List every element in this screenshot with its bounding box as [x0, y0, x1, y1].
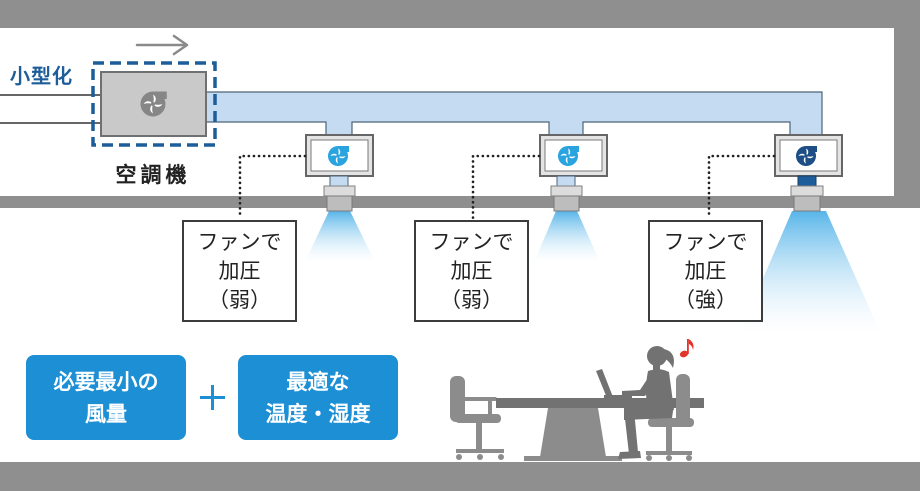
callout-line: ファンで: [663, 229, 748, 254]
occupied-chair: [646, 374, 694, 461]
benefit-line: 必要最小の: [53, 369, 159, 394]
airflow-weak-1: [305, 211, 375, 262]
fan-unit-callout-1: ファンで 加圧 （弱）: [182, 220, 297, 322]
fan-unit-3: [774, 134, 843, 177]
callout-line: 加圧: [684, 258, 727, 283]
callout-line: （弱）: [208, 287, 271, 312]
callout-line: （弱）: [440, 287, 503, 312]
benefit-line: 風量: [85, 401, 127, 426]
office-scene: [450, 339, 704, 461]
fan-unit-callout-3: ファンで 加圧 （強）: [648, 220, 763, 322]
callout-line: 加圧: [450, 258, 493, 283]
music-note-icon: [679, 339, 694, 358]
benefit-airflow-badge: 必要最小の 風量: [26, 355, 186, 440]
benefit-line: 最適な: [286, 369, 350, 394]
floor-slab: [0, 462, 920, 491]
fan-unit-callout-2: ファンで 加圧 （弱）: [414, 220, 529, 322]
diffuser-3: [790, 185, 824, 197]
desk: [496, 398, 704, 461]
downsizing-dashed-outline: [91, 61, 217, 147]
fan-unit-2: [539, 134, 608, 177]
office-worker: [618, 346, 674, 459]
leader-line-1: [238, 154, 307, 220]
downsizing-label: 小型化: [10, 64, 73, 88]
plus-icon: [200, 385, 225, 410]
benefit-climate-badge: 最適な 温度・湿度: [238, 355, 398, 440]
callout-line: ファンで: [197, 229, 282, 254]
supply-duct: [205, 91, 823, 136]
diffuser-3-face: [793, 195, 821, 212]
ceiling-slab: [0, 196, 920, 208]
benefit-line: 温度・湿度: [265, 401, 371, 426]
leader-line-2: [471, 154, 541, 220]
roof-slab: [0, 0, 920, 28]
empty-chair: [450, 376, 504, 460]
callout-line: ファンで: [429, 229, 514, 254]
air-handler-label: 空調機: [115, 163, 191, 187]
diffuser-1: [323, 185, 356, 197]
diffuser-2-face: [553, 195, 580, 212]
arrow-right-icon: [135, 34, 189, 56]
diffuser-2: [550, 185, 583, 197]
airflow-strong: [740, 211, 880, 332]
callout-line: 加圧: [218, 258, 261, 283]
diffuser-1-face: [326, 195, 353, 212]
fan-unit-1: [305, 134, 374, 177]
leader-line-3: [707, 154, 776, 220]
right-wall: [894, 0, 920, 208]
airflow-weak-2: [534, 211, 600, 262]
laptop-icon: [596, 369, 632, 398]
callout-line: （強）: [674, 287, 737, 312]
